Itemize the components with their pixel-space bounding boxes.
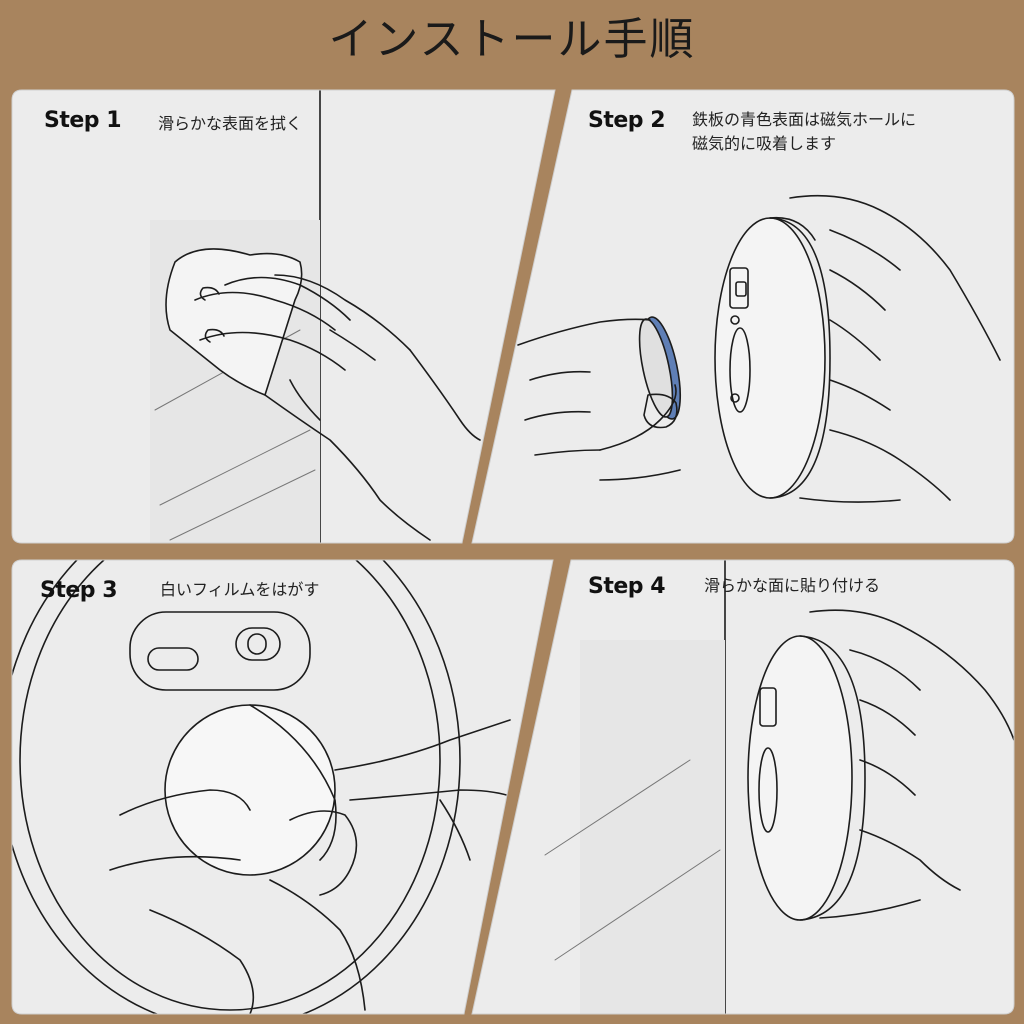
step-1-label: Step 1	[44, 108, 122, 133]
step3-illustration	[12, 560, 521, 1014]
step-4-text: 滑らかな面に貼り付ける	[704, 574, 880, 598]
step-4-label: Step 4	[588, 574, 666, 599]
step2-illustration	[517, 194, 1001, 503]
step-3-label: Step 3	[40, 578, 118, 603]
step4-illustration	[544, 560, 1014, 1014]
panel-step-4	[472, 560, 1014, 1014]
step-3-text-line: 白いフィルムをはがす	[160, 580, 320, 599]
step1-illustration	[150, 90, 481, 543]
step-2-text-line-2: 磁気的に吸着します	[692, 134, 837, 153]
step-3-text: 白いフィルムをはがす	[160, 578, 319, 602]
step-1-text: 滑らかな表面を拭く	[158, 112, 302, 136]
step-1-text-line: 滑らかな表面を拭く	[158, 114, 303, 133]
step-2-label: Step 2	[588, 108, 666, 133]
page-title: インストール手順	[328, 14, 696, 65]
step-2-text-line-1: 鉄板の青色表面は磁気ホールに	[692, 110, 917, 129]
step-4-text-line: 滑らかな面に貼り付ける	[704, 576, 881, 595]
step-2-text: 鉄板の青色表面は磁気ホールに 磁気的に吸着します	[692, 108, 916, 156]
